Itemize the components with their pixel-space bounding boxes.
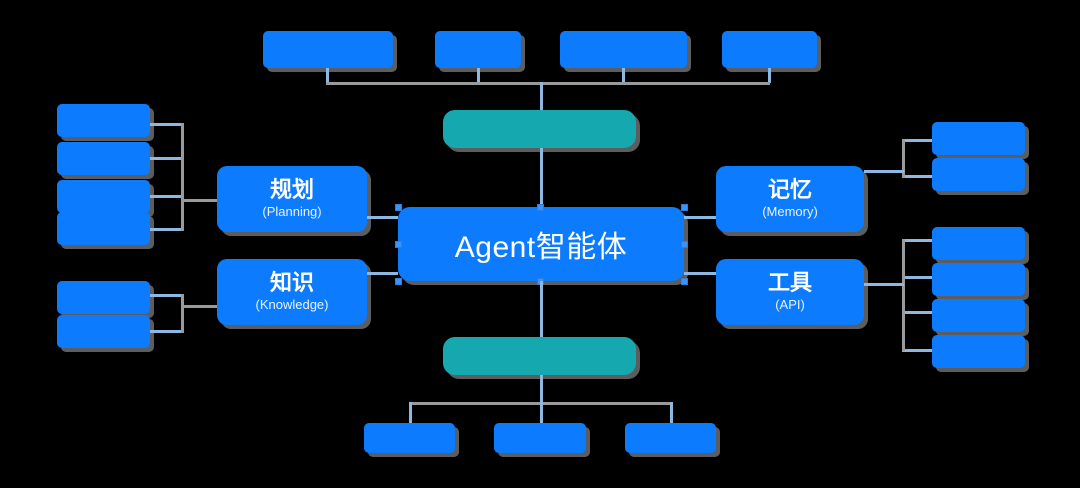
branch-node-tools[interactable]: 工具 (API) (716, 259, 864, 325)
connector-planning-spine-out (181, 199, 217, 202)
knowledge-leaf-node-2[interactable] (57, 315, 150, 348)
connector-planning-spine (181, 123, 184, 231)
selection-handle-top-right[interactable] (681, 204, 688, 211)
teal-node-top[interactable] (443, 110, 636, 148)
memory-leaf-node-1[interactable] (932, 122, 1025, 155)
connector-planning-leaf-2 (150, 157, 183, 160)
connector-tools-spine (902, 239, 905, 351)
selection-handle-mid-left[interactable] (395, 241, 402, 248)
selection-handle-top-center[interactable] (537, 204, 544, 211)
tools-leaf-node-2[interactable] (932, 263, 1025, 296)
connector-planning-to-hub (367, 216, 398, 219)
planning-leaf-node-4[interactable] (57, 212, 150, 245)
memory-leaf-node-2[interactable] (932, 158, 1025, 191)
connector-tools-leaf-3 (902, 311, 932, 314)
connector-bottom-3 (670, 402, 673, 424)
branch-label-cn: 规划 (269, 176, 314, 202)
connector-knowledge-spine (181, 294, 184, 333)
connector-knowledge-to-hub (367, 272, 398, 275)
planning-leaf-node-3[interactable] (57, 180, 150, 213)
top-row-node-3[interactable] (560, 31, 687, 68)
connector-top-bus (326, 82, 770, 85)
connector-knowledge-leaf-1 (150, 294, 183, 297)
branch-label-cn: 知识 (269, 269, 314, 295)
connector-planning-leaf-3 (150, 195, 183, 198)
connector-hub-to-tools (684, 272, 716, 275)
connector-bottom-1 (409, 402, 412, 424)
connector-memory-spine-in (864, 170, 904, 173)
bottom-row-node-3[interactable] (625, 423, 716, 453)
branch-label-en: (Memory) (762, 203, 818, 219)
planning-leaf-node-2[interactable] (57, 142, 150, 175)
connector-tools-leaf-1 (902, 239, 932, 242)
bottom-row-node-1[interactable] (364, 423, 455, 453)
connector-teal-top-to-hub (540, 148, 543, 208)
connector-top-2 (477, 68, 480, 83)
branch-node-memory[interactable]: 记忆 (Memory) (716, 166, 864, 232)
connector-memory-spine (902, 139, 905, 178)
connector-teal-bottom-drop (540, 375, 543, 403)
connector-hub-to-memory (684, 216, 716, 219)
connector-knowledge-spine-out (181, 305, 217, 308)
top-row-node-4[interactable] (722, 31, 817, 68)
branch-node-planning[interactable]: 规划 (Planning) (217, 166, 367, 232)
connector-tools-spine-in (864, 283, 904, 286)
tools-leaf-node-1[interactable] (932, 227, 1025, 260)
selection-handle-mid-right[interactable] (681, 241, 688, 248)
connector-top-bus-to-teal (540, 82, 543, 110)
planning-leaf-node-1[interactable] (57, 104, 150, 137)
connector-hub-to-teal-bottom (540, 281, 543, 337)
branch-label-cn: 记忆 (767, 176, 812, 202)
connector-tools-leaf-4 (902, 349, 932, 352)
tools-leaf-node-3[interactable] (932, 299, 1025, 332)
tools-leaf-node-4[interactable] (932, 335, 1025, 368)
connector-memory-leaf-2 (902, 175, 932, 178)
selection-handle-top-left[interactable] (395, 204, 402, 211)
branch-label-en: (Planning) (262, 203, 322, 219)
top-row-node-2[interactable] (435, 31, 521, 68)
connector-top-1 (326, 68, 329, 83)
connector-knowledge-leaf-2 (150, 330, 183, 333)
connector-planning-leaf-4 (150, 228, 183, 231)
connector-memory-leaf-1 (902, 139, 932, 142)
top-row-node-1[interactable] (263, 31, 393, 68)
connector-top-3 (622, 68, 625, 83)
knowledge-leaf-node-1[interactable] (57, 281, 150, 314)
branch-label-en: (Knowledge) (255, 296, 329, 312)
branch-node-knowledge[interactable]: 知识 (Knowledge) (217, 259, 367, 325)
connector-planning-leaf-1 (150, 123, 183, 126)
teal-node-bottom[interactable] (443, 337, 636, 375)
selection-handle-bottom-right[interactable] (681, 278, 688, 285)
branch-label-en: (API) (775, 296, 805, 312)
bottom-row-node-2[interactable] (494, 423, 586, 453)
hub-label: Agent智能体 (454, 231, 628, 264)
selection-handle-bottom-left[interactable] (395, 278, 402, 285)
connector-tools-leaf-2 (902, 276, 932, 279)
branch-label-cn: 工具 (767, 269, 812, 295)
connector-top-4 (768, 68, 771, 83)
central-hub-node[interactable]: Agent智能体 (398, 207, 684, 281)
connector-bottom-2 (540, 402, 543, 424)
